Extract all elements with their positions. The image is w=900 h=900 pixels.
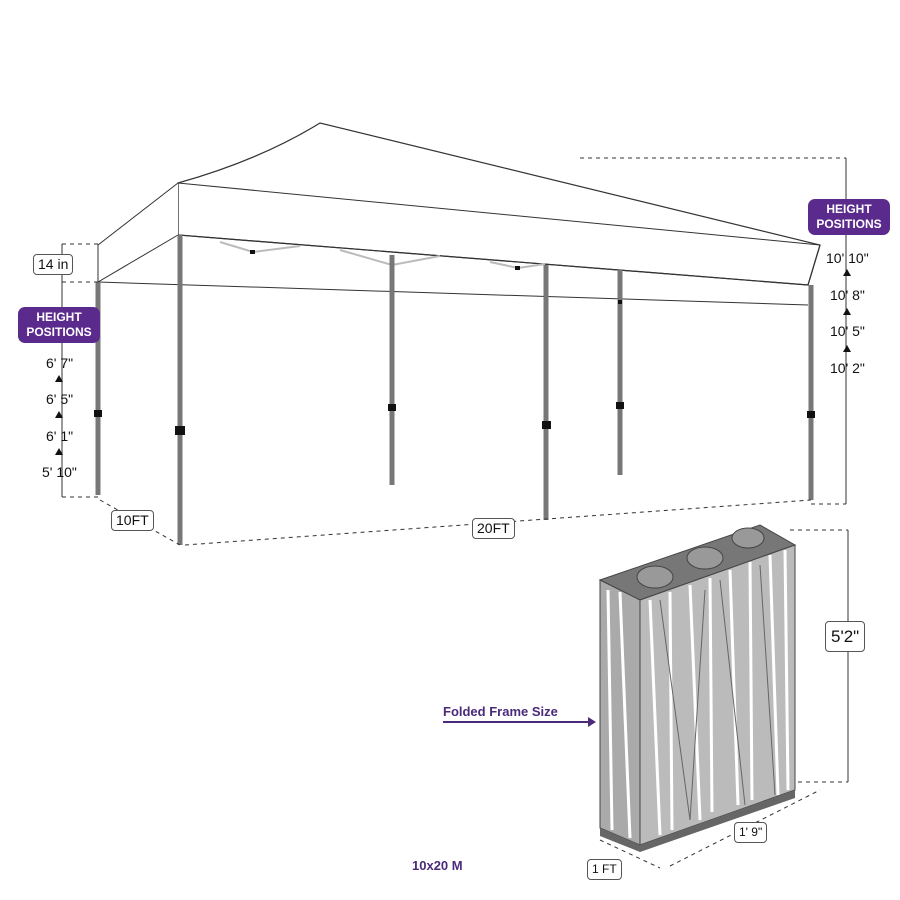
right-height-3: 10' 5" [830, 323, 865, 339]
left-height-positions-badge: HEIGHT POSITIONS [18, 307, 100, 343]
right-height-1: 10' 10" [826, 250, 869, 266]
width-label: 10FT [111, 510, 154, 531]
right-height-4: 10' 2" [830, 360, 865, 376]
triangle-up-icon [843, 308, 851, 315]
left-height-3: 6' 1" [46, 428, 74, 444]
length-label: 20FT [472, 518, 515, 539]
folded-depth-label: 1' 9" [734, 822, 768, 843]
left-height-1: 6' 7" [46, 355, 74, 371]
triangle-up-icon [55, 411, 63, 418]
folded-width-label: 1 FT [587, 859, 622, 880]
left-height-4: 5' 10" [42, 464, 77, 480]
right-height-positions-badge: HEIGHT POSITIONS [808, 199, 890, 235]
left-height-2: 6' 5" [46, 391, 74, 407]
triangle-up-icon [843, 345, 851, 352]
triangle-up-icon [843, 269, 851, 276]
triangle-up-icon [55, 375, 63, 382]
folded-frame-icon [598, 524, 797, 852]
folded-height-label: 5'2" [825, 621, 866, 652]
triangle-up-icon [55, 448, 63, 455]
right-height-2: 10' 8" [830, 287, 865, 303]
model-title: 10x20 M [412, 858, 463, 873]
folded-frame-caption: Folded Frame Size [443, 704, 558, 719]
peak-height-label: 14 in [33, 254, 74, 275]
